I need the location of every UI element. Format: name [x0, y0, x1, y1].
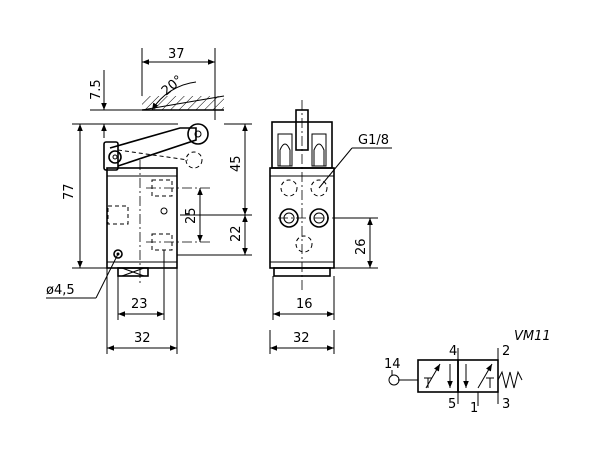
dim-32-side: 32 — [293, 331, 310, 346]
model-label: VM11 — [514, 329, 551, 344]
dim-26: 26 — [354, 238, 369, 255]
dim-20-deg: 20° — [159, 73, 186, 99]
roller-lever — [103, 123, 209, 171]
pneumatic-symbol: VM11 14 4 2 5 1 3 — [384, 329, 551, 416]
symbol-roller — [388, 374, 400, 386]
dim-7-5: 7.5 — [89, 79, 104, 100]
dim-37: 37 — [168, 47, 185, 62]
dim-77: 77 — [62, 183, 77, 200]
port-4: 4 — [449, 344, 457, 359]
symbol-spring — [497, 370, 523, 389]
dim-32-front: 32 — [134, 331, 151, 346]
thread-label: G1/8 — [358, 133, 389, 148]
front-view: 37 7.5 20° 77 45 25 22 ø4,5 — [46, 47, 252, 354]
side-view: G1/8 26 16 32 — [269, 100, 392, 354]
dim-25: 25 — [184, 207, 199, 224]
dim-22: 22 — [229, 225, 244, 242]
dim-hole: ø4,5 — [46, 283, 75, 298]
port-3: 3 — [502, 397, 510, 412]
port-14: 14 — [384, 357, 401, 372]
dim-23: 23 — [131, 297, 148, 312]
port-1: 1 — [470, 401, 478, 416]
dim-16: 16 — [296, 297, 313, 312]
port-5: 5 — [448, 397, 456, 412]
roller — [187, 123, 209, 145]
port-2: 2 — [502, 344, 510, 359]
dim-45: 45 — [229, 155, 244, 172]
symbol-box-left — [417, 359, 459, 393]
